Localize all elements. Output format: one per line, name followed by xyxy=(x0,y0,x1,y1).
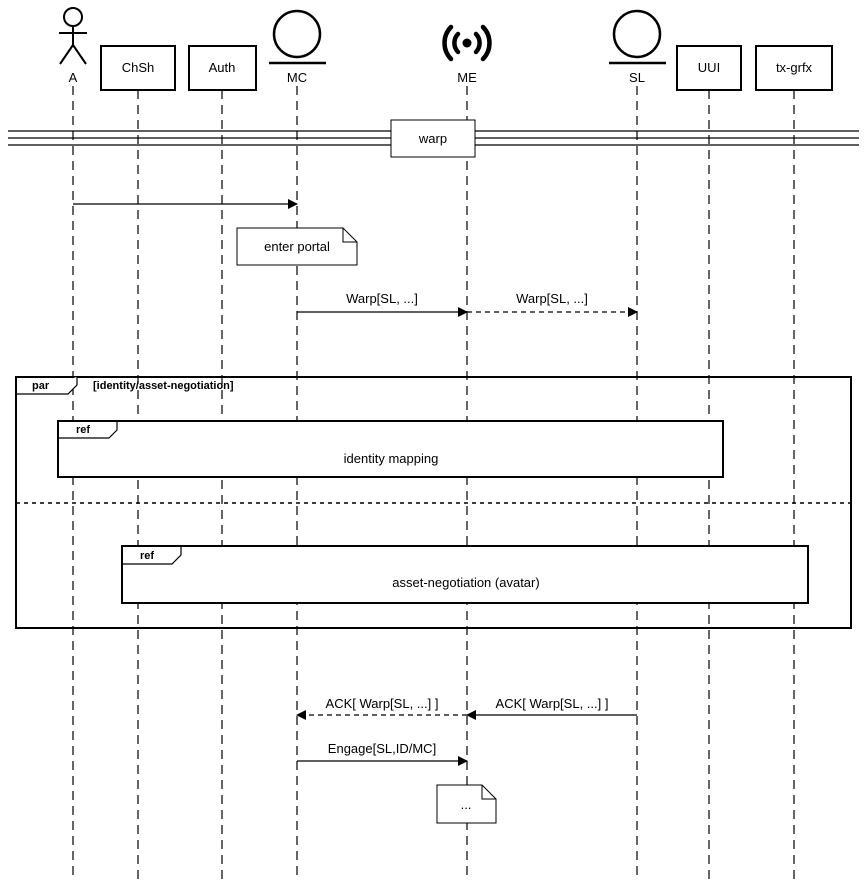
participant-a: A xyxy=(59,7,87,85)
divider-label: warp xyxy=(418,131,447,146)
participant-txgrfx: tx-grfx xyxy=(755,45,833,91)
participant-chsh: ChSh xyxy=(100,45,176,91)
entity-icon xyxy=(609,9,666,65)
message-label-me-to-sl-warp: Warp[SL, ...] xyxy=(516,291,588,306)
entity-icon xyxy=(269,9,326,65)
participant-label-me: ME xyxy=(457,70,477,85)
message-label-mc-to-me-engage: Engage[SL,ID/MC] xyxy=(328,741,436,756)
participant-label-txgrfx: tx-grfx xyxy=(776,60,813,75)
lifelines xyxy=(72,86,795,880)
ref-operator: ref xyxy=(140,550,154,562)
participant-label-sl: SL xyxy=(629,70,645,85)
participant-auth: Auth xyxy=(188,45,257,91)
note-ellipsis: ... xyxy=(436,784,497,824)
ref-label: asset-negotiation (avatar) xyxy=(392,575,539,590)
participant-label-uui: UUI xyxy=(698,60,720,75)
message-label-me-to-mc-ack: ACK[ Warp[SL, ...] ] xyxy=(326,696,439,711)
participant-me: ME xyxy=(442,24,492,85)
par-guard: [identity/asset-negotiation] xyxy=(93,380,234,392)
note-text: ... xyxy=(461,797,472,812)
participant-label-auth: Auth xyxy=(209,60,236,75)
participant-label-mc: MC xyxy=(287,70,307,85)
divider-warp: warp xyxy=(8,119,859,158)
par-operator: par xyxy=(32,380,50,392)
broadcast-signal-icon xyxy=(442,24,492,62)
participant-sl: SL xyxy=(609,9,666,85)
par-fragment: par [identity/asset-negotiation] xyxy=(15,376,852,629)
ref-asset-negotiation: ref asset-negotiation (avatar) xyxy=(121,545,809,604)
participant-label-chsh: ChSh xyxy=(122,60,155,75)
ref-operator: ref xyxy=(76,424,90,436)
ref-label: identity mapping xyxy=(344,451,439,466)
note-enter-portal: enter portal xyxy=(236,227,358,266)
participant-mc: MC xyxy=(269,9,326,85)
actor-stick-figure-icon xyxy=(59,7,87,65)
participant-label-a: A xyxy=(69,70,78,85)
message-label-sl-to-me-ack: ACK[ Warp[SL, ...] ] xyxy=(496,696,609,711)
note-text: enter portal xyxy=(264,239,330,254)
ref-identity-mapping: ref identity mapping xyxy=(57,420,724,478)
message-label-mc-to-me-warp: Warp[SL, ...] xyxy=(346,291,418,306)
participant-uui: UUI xyxy=(676,45,742,91)
